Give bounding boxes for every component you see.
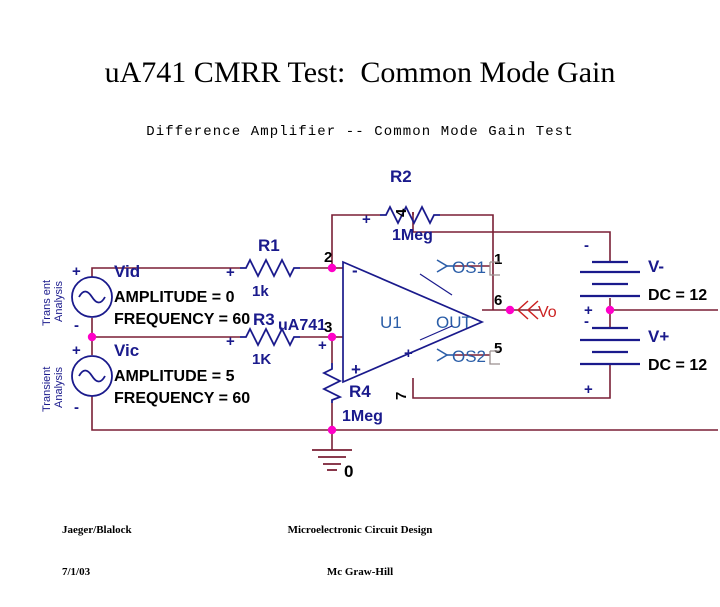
pin-number-7: 7 [393,392,410,400]
r1-polarity: + [226,264,235,281]
slide-canvas: uA741 CMRR Test: Common Mode Gain Differ… [41,56,718,578]
resistor-r3[interactable]: R3 1K + + [226,310,327,368]
vplus-top-terminal: - [584,313,589,330]
vminus-top-terminal: - [584,237,589,254]
footer-date: 7/1/03 [62,566,91,578]
pin-number-1: 1 [494,251,502,268]
vminus-value: DC = 12 [648,287,707,304]
opamp-pin-os1-label: OS1 [452,258,486,277]
ground-symbol [312,449,352,471]
resistor-r1[interactable]: R1 1k + [226,236,300,300]
r1-zigzag [240,257,300,279]
opamp-part-number: uA741 [278,317,326,334]
vid-sine-glyph [78,290,106,304]
source-vid[interactable]: + - Vid AMPLITUDE = 0 FREQUENCY = 60 Tra… [41,262,250,334]
footer-source-block: Microelectronic Circuit Design Mc Graw-H… [230,495,490,607]
vid-label: Vid [114,262,140,281]
pin-number-3: 3 [324,319,332,336]
vid-amplitude: AMPLITUDE = 0 [114,289,235,306]
pin1-open-marker [489,261,500,276]
footer-book-title: Microelectronic Circuit Design [287,524,433,536]
os1-arrow-icon [436,259,449,273]
vid-plus-terminal: + [72,263,81,280]
r2-polarity: + [362,211,371,228]
r3-ref: R3 [253,310,275,329]
vid-analysis-line1: Trans ent [41,280,53,326]
r1-ref: R1 [258,236,280,255]
opamp-u1[interactable]: - + U1 uA741 OS1 OUT OS2 + [278,258,486,384]
unconnected-pin-markers [489,261,500,365]
opamp-pin-os2-label: OS2 [452,347,486,366]
os2-leader-line [419,325,453,341]
vplus-bottom-terminal: + [584,381,593,398]
vplus-name: V+ [648,327,669,346]
footer-author: Jaeger/Blalock [62,524,132,536]
os2-arrow-icon [436,348,449,362]
opamp-designator: U1 [380,313,402,332]
vid-frequency: FREQUENCY = 60 [114,311,250,328]
supply-vminus[interactable]: - + V- DC = 12 [580,237,707,319]
vplus-value: DC = 12 [648,357,707,374]
footer-author-block: Jaeger/Blalock 7/1/03 [62,495,132,607]
junction-inverting-node [327,263,337,273]
output-probe-marker[interactable]: Vo [516,300,557,321]
r1-value: 1k [252,283,269,300]
vic-analysis-line2: Analysis [53,367,65,408]
r3-polarity: + [226,333,235,350]
vic-minus-terminal: - [74,399,79,416]
opamp-inverting-sign: - [352,261,358,280]
pin-number-group: 2 3 4 7 1 6 5 [324,208,502,400]
r4-top-polarity: + [318,337,327,354]
opamp-triangle-body [342,260,485,384]
schematic-caption: Difference Amplifier -- Common Mode Gain… [146,124,574,140]
r2-zigzag [380,204,440,226]
vic-analysis-line1: Transient [41,367,53,412]
junction-ground-node [327,425,337,435]
vminus-bottom-terminal: + [584,302,593,319]
r4-zigzag [321,363,343,403]
junction-source-midpoint [87,332,97,342]
circuit-schematic: + - Vid AMPLITUDE = 0 FREQUENCY = 60 Tra… [41,167,718,481]
vic-label: Vic [114,341,139,360]
source-vic[interactable]: + - Vic AMPLITUDE = 5 FREQUENCY = 60 Tra… [41,341,250,416]
vminus-name: V- [648,257,664,276]
vid-minus-terminal: - [74,317,79,334]
junction-supply-midpoint [605,305,615,315]
output-probe-label: Vo [538,304,557,321]
vic-plus-terminal: + [72,342,81,359]
resistor-r4[interactable]: R4 1Meg [321,363,383,425]
footer-publisher: Mc Graw-Hill [326,566,394,578]
pin-number-2: 2 [324,249,332,266]
vid-analysis-line2: Analysis [53,281,65,322]
resistor-r2[interactable]: R2 1Meg + [362,167,440,244]
r4-value: 1Meg [342,408,383,425]
r2-value: 1Meg [392,227,433,244]
r3-zigzag [240,326,300,348]
r2-ref: R2 [390,167,412,186]
ground-net-label: 0 [344,462,353,481]
pin-number-4: 4 [393,208,410,217]
supply-vplus[interactable]: - + V+ DC = 12 [580,313,707,398]
vic-sine-glyph [78,369,106,383]
opamp-noninverting-sign: + [351,360,361,379]
junction-noninverting-node [327,332,337,342]
r4-ref: R4 [349,382,371,401]
vic-amplitude: AMPLITUDE = 5 [114,368,235,385]
probe-chevron-1-icon [516,300,529,320]
vic-frequency: FREQUENCY = 60 [114,390,250,407]
opamp-pin-out-label: OUT [436,313,472,332]
junction-output-node [505,305,515,315]
junction-dots [87,263,615,435]
pin-number-5: 5 [494,340,502,357]
pin-number-6: 6 [494,292,502,309]
opamp-vminus-pin-plus: + [404,345,413,362]
os1-leader-line [419,273,453,296]
probe-chevron-2-icon [526,300,539,320]
r3-value: 1K [252,351,271,368]
pin5-open-marker [489,350,500,365]
page-title: uA741 CMRR Test: Common Mode Gain [104,56,616,89]
